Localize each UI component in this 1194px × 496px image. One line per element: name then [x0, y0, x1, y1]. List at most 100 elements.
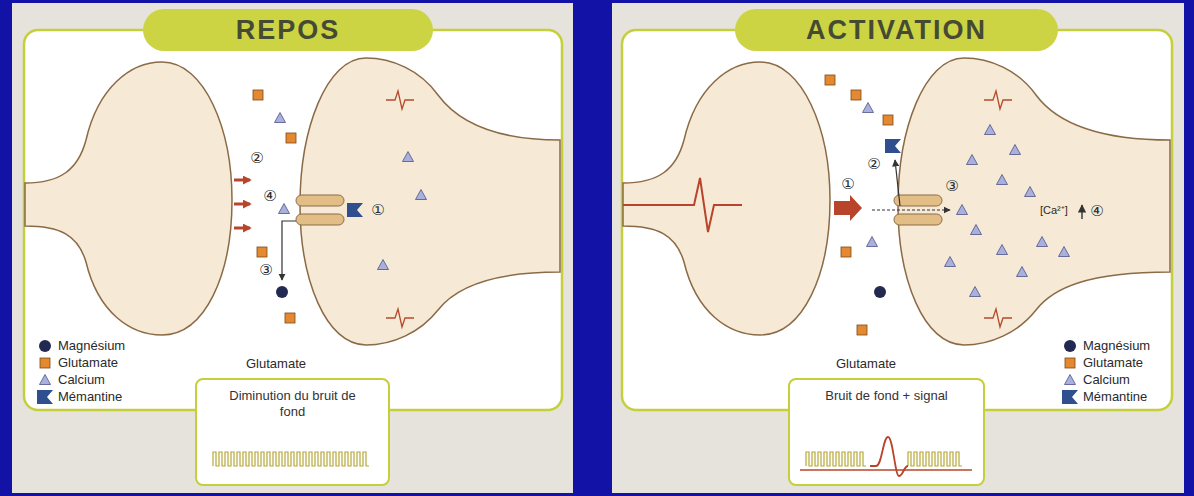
glutamate-symbol — [825, 75, 835, 85]
nmda-receptor — [296, 195, 344, 206]
action-potential — [623, 178, 742, 232]
calcium-symbol — [416, 190, 427, 200]
panel-frame: REPOS Diminution du bruit de fond — [12, 3, 573, 493]
callout-number: ④ — [263, 189, 276, 204]
signal-box: Diminution du bruit de fond — [195, 378, 390, 486]
magnesium-exit-arrow — [282, 221, 296, 280]
noise-wave — [213, 452, 369, 466]
glutamate-symbol — [285, 313, 295, 323]
calcium-symbol — [1059, 247, 1070, 257]
legend-label: Mémantine — [58, 389, 122, 405]
legend-sample — [1064, 340, 1076, 352]
signal-trace — [197, 434, 387, 478]
glutamate-symbol — [286, 133, 296, 143]
panel-frame: ACTIVATION Bruit de fond + signal — [612, 3, 1184, 493]
legend-sample — [1065, 358, 1075, 368]
calcium-symbol — [997, 245, 1008, 255]
glutamate-symbol — [857, 325, 867, 335]
noise-wave — [806, 452, 866, 466]
callout-number: ② — [250, 151, 263, 166]
callout-number: ② — [867, 157, 880, 172]
baseline — [800, 469, 972, 470]
glutamate-symbol — [851, 90, 861, 100]
noise-wave — [908, 452, 962, 466]
memantine-exit-arrow — [895, 160, 900, 206]
calcium-symbol — [279, 204, 290, 214]
release-arrow — [834, 195, 862, 221]
calcium-symbol — [1017, 267, 1028, 277]
legend-sample — [37, 390, 53, 404]
glutamate-symbol — [841, 247, 851, 257]
nmda-receptor — [296, 214, 344, 225]
box-caption: Bruit de fond + signal — [794, 388, 979, 404]
release-arrow — [234, 227, 250, 230]
legend-label: Glutamate — [1083, 355, 1143, 371]
presynaptic-terminal — [623, 62, 830, 335]
panel-title: ACTIVATION — [735, 9, 1058, 51]
legend-label: Mémantine — [1083, 389, 1147, 405]
callout-number: ④ — [1090, 204, 1103, 219]
potential-trace — [984, 309, 1012, 327]
legend-label: Calcium — [1083, 372, 1130, 388]
legend-label: Magnésium — [1083, 338, 1150, 354]
magnesium-symbol — [874, 286, 886, 298]
calcium-symbol — [971, 225, 982, 235]
calcium-symbol — [1037, 237, 1048, 247]
calcium-symbol — [867, 237, 878, 247]
calcium-symbol — [275, 113, 286, 123]
nmda-receptor — [894, 214, 942, 225]
glutamate-symbol — [883, 115, 893, 125]
calcium-symbol — [1010, 145, 1021, 155]
legend-sample — [1062, 390, 1078, 404]
magnesium-symbol — [276, 286, 288, 298]
legend-label: Glutamate — [58, 355, 118, 371]
panel-frame — [622, 30, 1172, 410]
calcium-symbol — [997, 175, 1008, 185]
potential-trace — [386, 91, 414, 109]
increase-arrow — [1081, 205, 1082, 219]
release-arrow — [234, 179, 250, 182]
callout-number: ① — [371, 203, 384, 218]
box-caption: Diminution du bruit de fond — [228, 388, 358, 420]
callout-number: ③ — [945, 179, 958, 194]
potential-trace — [984, 91, 1012, 109]
glutamate-symbol — [253, 90, 263, 100]
signal-trace — [790, 434, 982, 478]
calcium-symbol — [403, 152, 414, 162]
signal-box: Bruit de fond + signal — [788, 378, 985, 486]
potential-trace — [386, 309, 414, 327]
legend-label: Calcium — [58, 372, 105, 388]
legend-sample — [39, 340, 51, 352]
concentration-label: [Ca²⁺] — [1040, 204, 1068, 217]
presynaptic-terminal — [25, 62, 232, 335]
legend-sample — [40, 358, 50, 368]
panel-ground — [612, 3, 1184, 493]
panel-ground — [12, 3, 573, 493]
calcium-symbol — [967, 155, 978, 165]
part-label: Glutamate — [836, 356, 896, 372]
nmda-receptor — [894, 195, 942, 206]
calcium-symbol — [970, 287, 981, 297]
legend-sample — [40, 375, 51, 385]
calcium-symbol — [378, 260, 389, 270]
part-label: Glutamate — [246, 356, 306, 372]
legend-sample — [1065, 375, 1076, 385]
callout-number: ③ — [259, 263, 272, 278]
signal-spike — [870, 437, 908, 476]
calcium-symbol — [985, 125, 996, 135]
glutamate-symbol — [257, 247, 267, 257]
calcium-symbol — [1025, 187, 1036, 197]
memantine-symbol — [347, 203, 363, 217]
calcium-entry-arrow — [872, 209, 950, 210]
memantine-symbol — [885, 139, 901, 153]
calcium-symbol — [957, 205, 968, 215]
callout-number: ① — [841, 177, 854, 192]
calcium-symbol — [945, 257, 956, 267]
panel-title: REPOS — [143, 9, 433, 51]
